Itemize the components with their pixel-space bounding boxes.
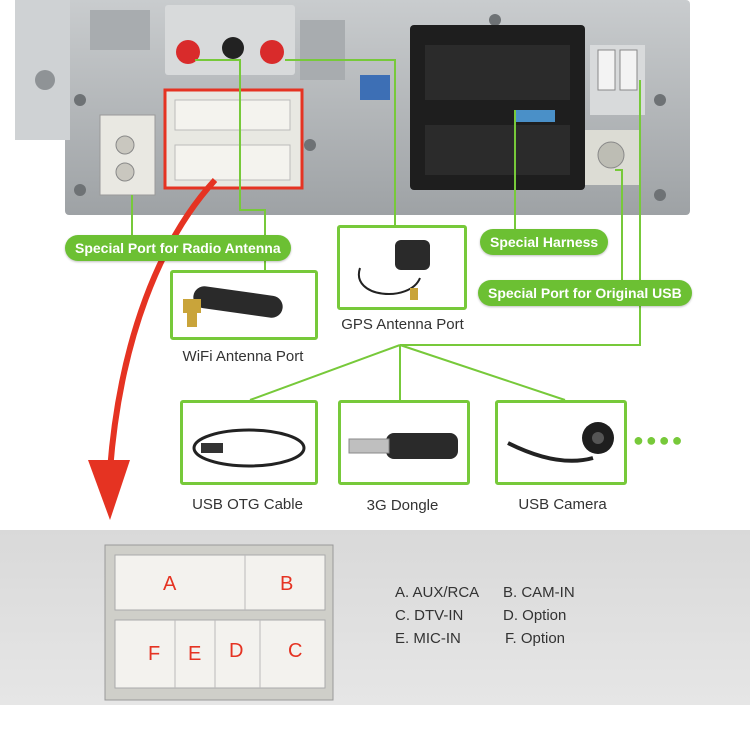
pin-label-c: C	[288, 640, 303, 662]
original-usb-label: Special Port for Original USB	[478, 280, 692, 306]
pin-label-f: F	[148, 643, 161, 665]
usb-otg-caption: USB OTG Cable	[192, 496, 303, 513]
gps-antenna-connector	[260, 40, 284, 64]
wifi-antenna-connector	[176, 40, 200, 64]
line-gps	[285, 59, 396, 225]
legend-f: F. Option	[505, 630, 566, 647]
usb-otg-box	[180, 400, 318, 485]
pin-label-d: D	[229, 640, 244, 662]
chassis-left-bracket	[15, 0, 70, 140]
usb-otg-cable-icon	[192, 428, 306, 468]
line-original-usb	[615, 169, 623, 280]
legend-c: C. DTV-IN	[395, 607, 464, 624]
legend-e: E. MIC-IN	[395, 630, 461, 647]
wifi-antenna-icon	[183, 286, 283, 327]
red-arrow-head	[88, 460, 130, 520]
line-wifi	[195, 59, 266, 270]
dip-switch	[360, 75, 390, 100]
red-arrow-curve	[107, 177, 218, 471]
legend-b: B. CAM-IN	[503, 584, 575, 601]
3g-dongle-icon	[348, 433, 458, 459]
3g-dongle-box	[338, 400, 470, 485]
usb-camera-caption: USB Camera	[518, 496, 607, 513]
special-harness-label: Special Harness	[480, 229, 609, 255]
radio-socket	[99, 114, 156, 196]
legend-d: D. Option	[503, 607, 567, 624]
more-devices-dots: ●●●●	[633, 430, 685, 450]
wifi-caption: WiFi Antenna Port	[182, 348, 304, 365]
gps-caption: GPS Antenna Port	[341, 316, 464, 333]
plug-top	[114, 554, 326, 611]
gps-antenna-icon	[357, 240, 430, 300]
3g-dongle-caption: 3G Dongle	[366, 497, 439, 514]
line-usb-hub	[400, 80, 641, 346]
wifi-antenna-box	[170, 270, 318, 340]
usb-camera-icon	[507, 422, 614, 463]
radio-antenna-label: Special Port for Radio Antenna	[65, 235, 291, 261]
legend-a: A. AUX/RCA	[395, 584, 480, 601]
pin-label-e: E	[188, 643, 202, 665]
usb-camera-box	[495, 400, 627, 485]
pin-label-a: A	[163, 573, 177, 595]
plug-bottom	[114, 619, 326, 689]
pin-label-b: B	[280, 573, 294, 595]
gps-antenna-box	[337, 225, 467, 310]
